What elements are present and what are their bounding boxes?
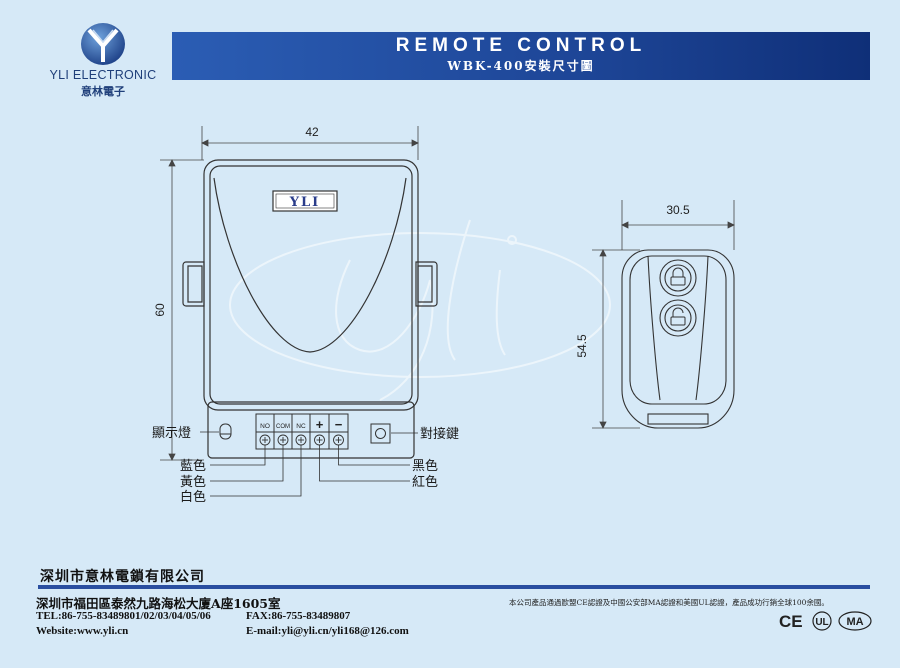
brand-name-en: YLI ELECTRONIC: [49, 68, 157, 82]
lock-icon: [670, 267, 686, 286]
remote-control: [621, 249, 735, 429]
led-indicator-icon: [219, 423, 232, 440]
wire-label-yellow: 黃色: [180, 474, 206, 490]
pair-key-label: 對接鍵: [420, 426, 459, 442]
svg-text:UL: UL: [815, 617, 828, 628]
receiver-height-dimension: [160, 159, 204, 461]
terminal-label-com: COM: [276, 424, 290, 430]
yli-logo-icon: [81, 23, 125, 65]
terminal-label-plus: +: [316, 417, 324, 432]
ma-mark-icon: MA: [838, 611, 872, 631]
company-tel: TEL:86-755-83489801/02/03/04/05/06: [36, 610, 211, 622]
ul-mark-icon: UL: [812, 611, 832, 631]
terminal-label-minus: −: [335, 417, 343, 432]
company-address: 深圳市福田區泰然九路海松大廈A座1605室: [36, 596, 281, 611]
remote-height-dimension: [592, 249, 640, 429]
page-subtitle: WBK-400安裝尺寸圖: [447, 59, 595, 73]
remote-height-label: 54.5: [575, 334, 589, 358]
badge-text: YLI: [289, 195, 321, 210]
remote-width-dimension: [621, 200, 735, 250]
terminal-screws: [259, 434, 344, 446]
yli-watermark: [229, 219, 611, 401]
wire-label-blue: 藍色: [180, 458, 206, 474]
certification-marks: CE UL MA: [779, 611, 872, 631]
receiver-width-label: 42: [305, 125, 319, 139]
company-fax: FAX:86-755-83489807: [246, 610, 351, 622]
certification-note: 本公司產品通過歐盟CE認證及中國公安部MA認證和美國UL認證，產品成功行銷全球1…: [509, 598, 829, 607]
ce-mark-icon: CE: [779, 612, 803, 631]
wire-label-white: 白色: [180, 489, 206, 505]
unlock-icon: [670, 307, 686, 326]
receiver-height-label: 60: [153, 303, 167, 317]
brand-name-cn: 意林電子: [81, 85, 125, 98]
yli-badge: YLI: [272, 190, 338, 212]
company-logo: YLI ELECTRONIC 意林電子: [38, 22, 168, 99]
company-name: 深圳市意林電鎖有限公司: [40, 569, 205, 585]
led-label: 顯示燈: [152, 426, 191, 441]
footer-divider: [38, 585, 870, 589]
wire-leaders: [210, 445, 410, 497]
page-title: REMOTE CONTROL: [395, 35, 647, 56]
receiver-unit: [182, 159, 438, 459]
svg-text:MA: MA: [846, 616, 863, 628]
terminal-label-nc: NC: [296, 423, 306, 430]
wire-label-black: 黑色: [412, 458, 438, 474]
terminal-block: [255, 413, 349, 450]
terminal-label-no: NO: [260, 423, 270, 430]
remote-width-label: 30.5: [666, 203, 690, 217]
company-website[interactable]: Website:www.yli.cn: [36, 625, 129, 637]
receiver-width-dimension: [201, 126, 419, 160]
wire-label-red: 紅色: [412, 474, 438, 490]
title-banner: REMOTE CONTROL WBK-400安裝尺寸圖: [172, 32, 870, 80]
pair-key-button: [370, 423, 391, 444]
company-email[interactable]: E-mail:yli@yli.cn/yli168@126.com: [246, 625, 409, 637]
